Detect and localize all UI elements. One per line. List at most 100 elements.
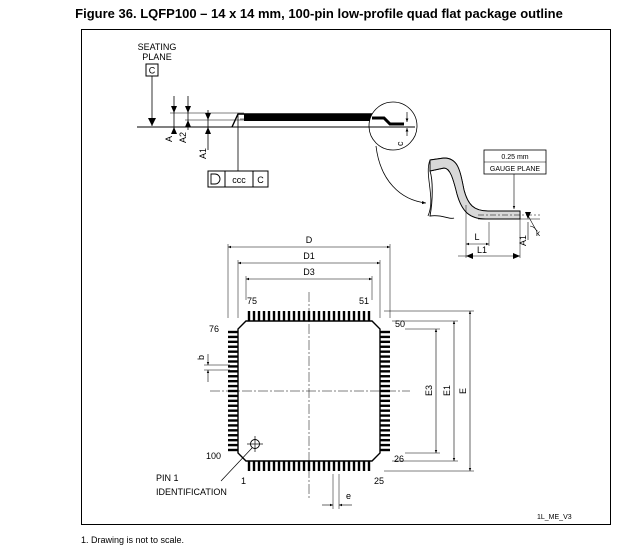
lead-top [317,311,321,321]
detail-lead [372,116,404,126]
lead-top [342,311,346,321]
lead-left [228,424,238,427]
dim-A2-label: A2 [178,132,188,143]
lead-right [380,394,390,398]
detail-arrow [375,145,427,205]
dim-D1-label: D1 [303,251,315,261]
lead-bottom [347,461,351,471]
seating-datum-label: C [149,66,156,76]
lead-right [380,438,390,442]
lead-top [322,311,326,321]
dim-k-label: k [536,229,541,238]
lead-left [228,419,238,422]
lead-detail-view: 0.25 mm GAUGE PLANE L L1 A1 k [427,149,547,259]
lead-left [228,384,238,388]
lead-left [228,409,238,412]
lead-top [292,311,296,321]
lead-left [228,404,238,407]
lead-left [228,434,238,437]
lead-top [252,311,256,321]
lead-left [228,443,238,447]
lead-right [380,350,390,353]
lead-top [297,311,301,321]
top-view: D D1 D3 E E1 E3 b e 75 51 50 26 25 1 [156,235,474,509]
dim-D-label: D [306,235,313,245]
lead-bottom [282,461,286,471]
lead-bottom [322,461,326,471]
lead-bottom [342,461,346,471]
lead-right [380,443,390,447]
lead-top [287,311,291,321]
lead-bottom [267,461,271,471]
lead-bottom [302,461,306,471]
lead-right [380,379,390,383]
dim-b-label: b [196,355,206,360]
lead-right [380,360,390,363]
lead-top [332,311,336,321]
lead-left [228,375,238,378]
lead-right [380,365,390,368]
lead-bottom [277,461,281,471]
lead-top [282,311,286,321]
reference-code: 1L_ME_V3 [537,514,572,521]
lead-right [380,429,390,432]
pin-100-label: 100 [206,451,221,461]
lead-bottom [272,461,276,471]
lead-right [380,404,390,407]
seating-plane-label-2: PLANE [142,52,172,62]
dim-D3-label: D3 [303,267,315,277]
lead-right [380,414,390,417]
lead-right [380,424,390,427]
lead-left [228,365,238,368]
pin-51-label: 51 [359,296,369,306]
lead-left [228,350,238,353]
pin-50-label: 50 [395,319,405,329]
side-view: SEATING PLANE C A A2 A1 [137,42,427,205]
lead-left [228,345,238,348]
lead-left [228,355,238,358]
lead-bottom [332,461,336,471]
lead-top [352,311,356,321]
lead-top [327,311,331,321]
lead-right [380,375,390,378]
lead-right [380,330,390,334]
lead-top [277,311,281,321]
figure-title: Figure 36. LQFP100 – 14 x 14 mm, 100-pin… [75,6,563,21]
flatness-icon [210,173,221,185]
pin-25-label: 25 [374,476,384,486]
dim-c-label: c [395,141,405,146]
lead-left [228,448,238,452]
lead-left [228,370,238,373]
lead-right [380,355,390,358]
lead-bottom [317,461,321,471]
lead-bottom [292,461,296,471]
lead-right [380,419,390,422]
dim-A-label: A [164,136,174,142]
lead-right [380,370,390,373]
dim-A1-label: A1 [198,148,208,159]
lead-bottom [337,461,341,471]
lead-bottom [297,461,301,471]
lead-right [380,434,390,437]
tolerance-frame [207,170,269,188]
lead-right [380,409,390,412]
lead-top [247,311,251,321]
lead-bottom [362,461,366,471]
lead-top [267,311,271,321]
lead-top [357,311,361,321]
dim-E3-label: E3 [424,385,434,396]
lead-right [380,335,390,339]
package-leads-band [244,114,378,121]
dim-L-label: L [474,232,479,242]
detail-A1-label: A1 [518,235,528,246]
lead-right [380,340,390,344]
lead-bottom [252,461,256,471]
dim-E-label: E [458,388,468,394]
lead-right [380,384,390,388]
lead-top [302,311,306,321]
dim-E1-label: E1 [442,385,452,396]
pin1-id-label-1: PIN 1 [156,473,179,483]
lead-left [228,429,238,432]
lead-top [367,311,371,321]
